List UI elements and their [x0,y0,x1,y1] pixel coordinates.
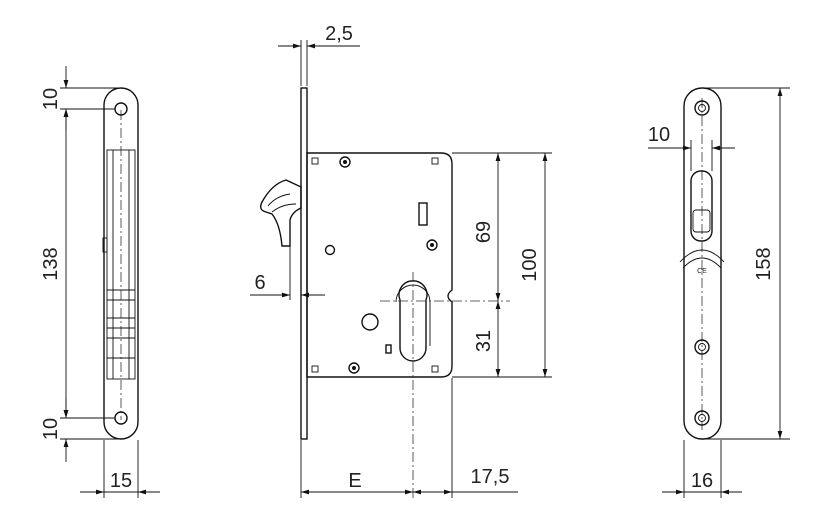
dim-edge-label: 17,5 [471,466,510,488]
dim-case-label: 100 [519,248,541,281]
cylinder-cutout [398,280,428,362]
dim-lower-label: 31 [473,330,495,352]
left-faceplate-view: 10 138 10 15 [40,66,160,498]
lock-case-body [306,152,453,378]
middle-lockcase-view: 2,5 6 E 17,5 69 31 100 [250,23,552,500]
hook-latch [259,179,302,247]
dim-upper-label: 69 [473,221,495,243]
middle-faceplate [300,87,308,440]
dim-width-label: 15 [110,470,132,492]
latch-slot [690,170,713,242]
dim-height-label: 138 [40,247,62,280]
right-faceplate-view: CE 10 158 16 [648,87,790,498]
dim-length-label: 158 [753,247,775,280]
dim-slot-label: 10 [648,124,670,146]
dim-backset-label: E [348,470,361,492]
dim-width-right-label: 16 [691,470,713,492]
plate-stamp: CE [697,268,707,275]
dim-faceplate-label: 2,5 [325,23,353,45]
dim-latch-label: 6 [254,272,265,294]
dim-top-label: 10 [40,88,62,110]
spindle-hole [361,313,379,331]
dim-bottom-label: 10 [40,418,62,440]
